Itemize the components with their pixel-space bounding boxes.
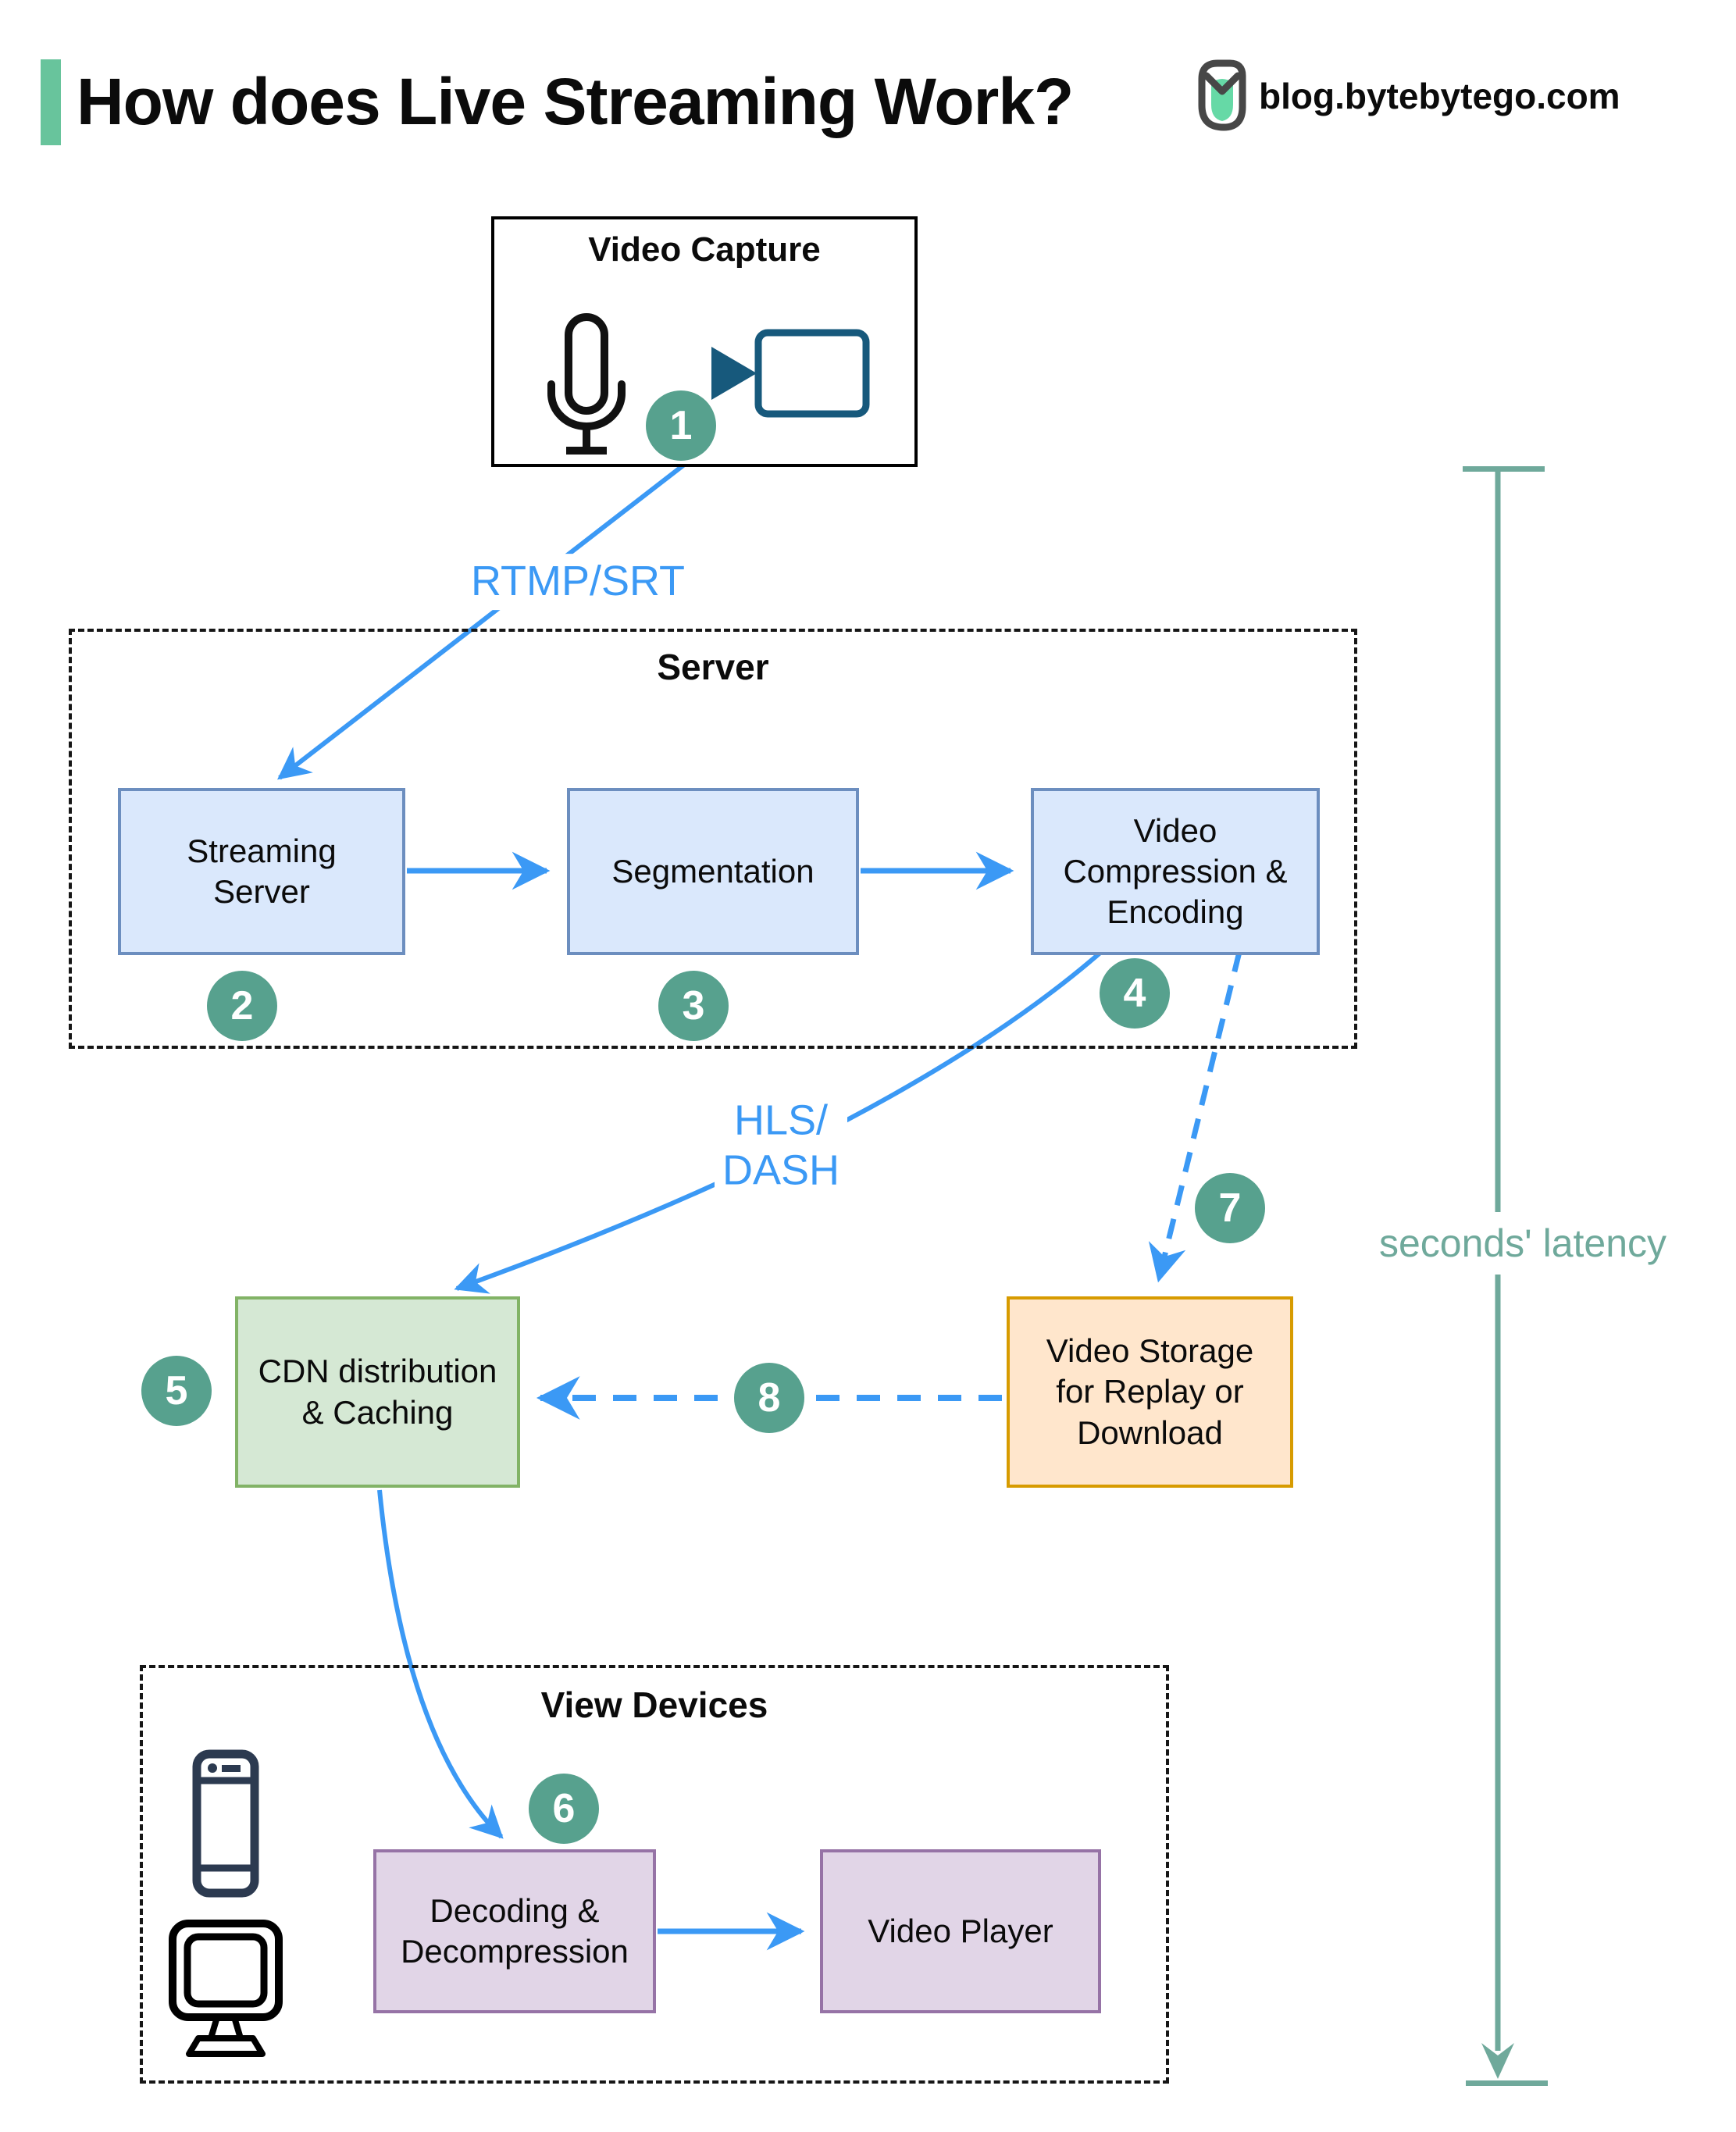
microphone-icon: [547, 313, 626, 455]
title-accent-bar: [41, 59, 61, 145]
step-badge-5: 5: [141, 1356, 212, 1426]
video-camera-icon: [711, 329, 870, 418]
rtmp-srt-label: RTMP/SRT: [462, 554, 693, 610]
hls-dash-label: HLS/ DASH: [714, 1093, 848, 1199]
server-group-box: Server: [69, 629, 1357, 1049]
compression-encoding-node: Video Compression & Encoding: [1031, 788, 1320, 955]
view-devices-title: View Devices: [540, 1685, 768, 1725]
step-badge-1: 1: [646, 390, 716, 461]
step-badge-4: 4: [1100, 958, 1170, 1029]
step-badge-7: 7: [1195, 1173, 1265, 1243]
step-badge-6: 6: [529, 1774, 599, 1844]
decoding-node: Decoding & Decompression: [373, 1849, 656, 2013]
page-title: How does Live Streaming Work?: [77, 65, 1074, 138]
view-devices-group-box: View Devices: [140, 1665, 1169, 2084]
step-badge-8: 8: [734, 1363, 804, 1433]
latency-bracket: [1463, 466, 1548, 2086]
video-capture-title: Video Capture: [588, 230, 821, 269]
segmentation-node: Segmentation: [567, 788, 859, 955]
step-badge-2: 2: [207, 971, 277, 1041]
site-url: blog.bytebytego.com: [1259, 76, 1620, 116]
video-player-node: Video Player: [820, 1849, 1101, 2013]
monitor-icon: [169, 1920, 283, 2057]
bytebytego-logo-icon: [1198, 59, 1246, 131]
step-badge-3: 3: [658, 971, 729, 1041]
cdn-node: CDN distribution & Caching: [235, 1296, 520, 1488]
video-storage-node: Video Storage for Replay or Download: [1007, 1296, 1293, 1488]
smartphone-icon: [192, 1749, 259, 1898]
server-group-title: Server: [657, 647, 769, 687]
streaming-server-node: Streaming Server: [118, 788, 405, 955]
latency-label: seconds' latency: [1367, 1216, 1678, 1271]
